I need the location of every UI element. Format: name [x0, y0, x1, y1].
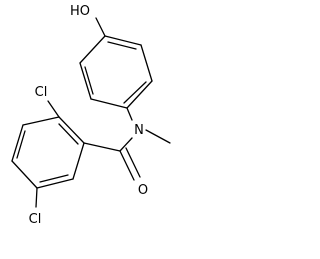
- bond-phenol-double-3: [84, 66, 94, 95]
- bond-benzoyl-ring-2: [22, 116, 60, 126]
- bond-n-methyl: [145, 129, 171, 144]
- bond-phenol-double-1: [107, 41, 137, 50]
- bond-benzoyl-double-3: [39, 174, 69, 183]
- bond-layer: [11, 17, 171, 208]
- bond-benzoyl-ring-3: [11, 124, 24, 162]
- bond-benzoyl-ring-4: [11, 160, 38, 189]
- hydroxyl-label: HO: [70, 4, 90, 19]
- nitrogen-label: N: [134, 123, 144, 138]
- bond-cl-bottom: [35, 187, 38, 208]
- bond-phenol-ring-2: [140, 44, 153, 82]
- bond-phenol-ring-4: [90, 98, 128, 109]
- label-layer: HO N O Cl Cl: [29, 4, 148, 227]
- bond-carbonyl-1: [119, 150, 135, 181]
- bond-o-c-phenol: [95, 17, 106, 37]
- bond-phenol-ring-6: [79, 35, 106, 64]
- bond-n-carbonyl: [119, 137, 133, 152]
- bond-carbonyl-ring: [83, 142, 121, 152]
- structure-diagram: HO N O Cl Cl: [11, 4, 171, 227]
- bond-phenol-double-2: [123, 81, 147, 104]
- chlorine-bottom-label: Cl: [29, 212, 42, 227]
- bond-carbonyl-2: [125, 147, 141, 178]
- bond-phenol-ring-1: [104, 35, 142, 46]
- molecule-drawing: HO N O Cl Cl: [11, 4, 171, 227]
- chlorine-top-label: Cl: [35, 85, 48, 100]
- bond-phenol-ring-3: [126, 80, 153, 109]
- bond-benzoyl-ring-5: [36, 178, 74, 189]
- bond-benzoyl-double-1: [58, 123, 79, 145]
- bond-benzoyl-ring-6: [72, 142, 85, 180]
- bond-ring-n: [126, 107, 133, 121]
- bond-cl-top: [47, 100, 60, 118]
- bond-benzoyl-ring-1: [58, 116, 85, 144]
- carbonyl-oxygen-label: O: [138, 183, 148, 198]
- bond-phenol-ring-5: [79, 62, 92, 100]
- bond-benzoyl-double-2: [16, 130, 26, 159]
